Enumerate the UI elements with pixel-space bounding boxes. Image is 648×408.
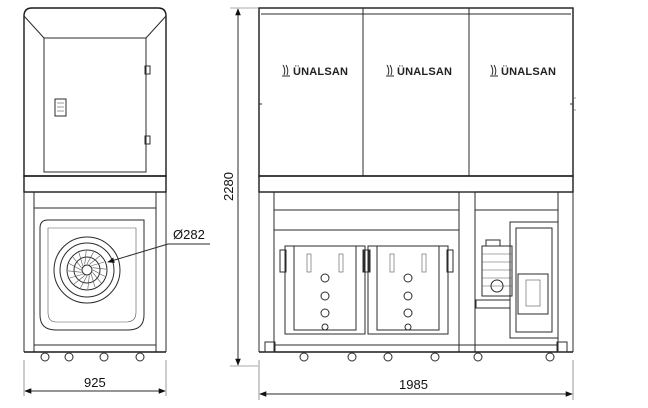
side-width-label: 925	[84, 375, 106, 390]
fan-wheel	[53, 236, 121, 304]
fan-blade	[91, 261, 105, 267]
fan-blade	[89, 255, 101, 265]
fan-blade	[78, 252, 84, 266]
fan-blade	[92, 272, 102, 284]
dust-drawer-1	[279, 245, 371, 335]
fan-blade	[92, 267, 107, 270]
brand-panel-2: ÜNALSAN	[386, 64, 452, 78]
side-casters	[40, 352, 145, 362]
fan-blade	[84, 250, 87, 265]
brand-logo: ÜNALSAN	[293, 65, 348, 78]
fan-blade	[87, 275, 90, 290]
side-view: Ø282 925	[23, 7, 210, 396]
fan-blade	[92, 269, 105, 277]
fan-blade	[72, 256, 82, 268]
fan-blade	[90, 274, 96, 288]
fan-blade	[73, 275, 85, 285]
fan-blade	[69, 263, 82, 271]
height-label: 2280	[221, 172, 236, 201]
side-door	[43, 37, 147, 173]
fan-blade	[86, 252, 94, 265]
control-box	[54, 98, 67, 117]
fan-blade	[69, 273, 83, 279]
fan-blade	[67, 270, 82, 273]
dust-drawer-2	[362, 245, 454, 335]
front-view: ÜNALSAN ÜNALSAN ÜNALSAN	[258, 7, 576, 400]
front-casters	[264, 341, 568, 362]
front-width-label: 1985	[399, 377, 428, 392]
brand-panel-3: ÜNALSAN	[490, 64, 556, 78]
fan-blade	[80, 275, 88, 288]
brand-logo: ÜNALSAN	[397, 65, 452, 78]
height-dimension: 2280	[221, 7, 258, 367]
motor-fan-unit	[475, 221, 559, 339]
fan-diameter-label: Ø282	[173, 227, 205, 242]
brand-logo: ÜNALSAN	[501, 65, 556, 78]
brand-panel-1: ÜNALSAN	[282, 64, 348, 78]
